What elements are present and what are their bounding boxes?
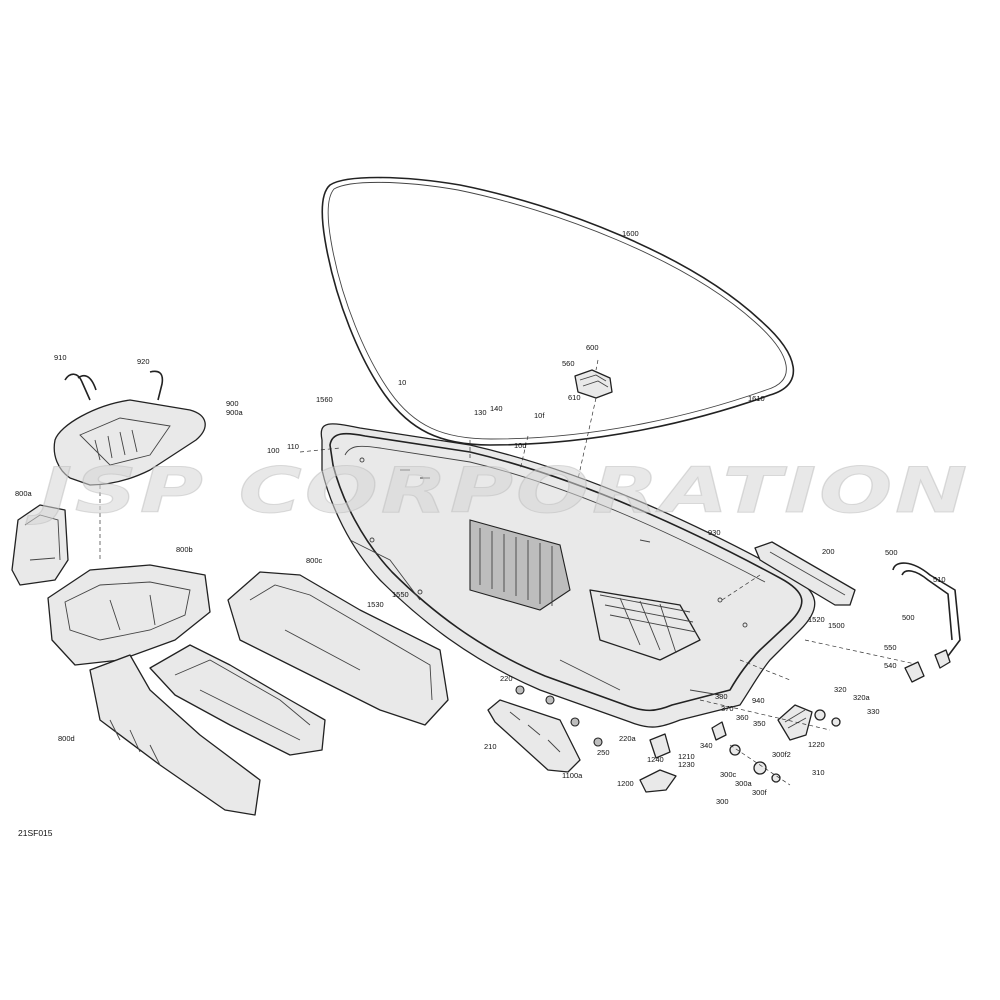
callout-1520: 1520 — [808, 615, 825, 624]
callout-10d: 10d — [514, 441, 527, 450]
bracket-560 — [559, 359, 613, 561]
callout-300a: 300a — [735, 779, 753, 788]
callout-330: 330 — [867, 707, 880, 716]
liner-900 — [53, 370, 206, 560]
callout-140: 140 — [490, 404, 503, 413]
callout-350: 350 — [753, 719, 766, 728]
callout-220a: 220a — [619, 734, 637, 743]
callout-1240: 1240 — [647, 755, 664, 764]
callout-800a: 800a — [15, 489, 33, 498]
drain-300 — [699, 699, 841, 786]
callout-1530: 1530 — [367, 600, 384, 609]
callout-320: 320 — [834, 685, 847, 694]
callout-910: 910 — [54, 353, 67, 362]
callout-1100a: 1100a — [562, 771, 583, 780]
callout-380: 380 — [715, 692, 728, 701]
callout-300f2: 300f2 — [772, 750, 791, 759]
liner-800d — [89, 644, 326, 816]
callout-600: 600 — [586, 343, 599, 352]
callout-10f: 10f — [534, 411, 545, 420]
callout-1600: 1600 — [622, 229, 639, 238]
callout-1210: 1210 — [678, 752, 695, 761]
callout-250: 250 — [597, 748, 610, 757]
callout-200: 200 — [822, 547, 835, 556]
callout-110: 110 — [287, 442, 299, 451]
callout-340: 340 — [700, 741, 713, 750]
seal-1600 — [321, 176, 795, 446]
callout-550: 550 — [884, 643, 897, 652]
callout-920: 920 — [137, 357, 150, 366]
callout-1230: 1230 — [678, 760, 695, 769]
bracket-1200 — [639, 733, 677, 793]
callout-310: 310 — [812, 768, 825, 777]
callout-300f: 300f — [752, 788, 768, 797]
watermark: JSP CORPORATION — [25, 454, 970, 527]
callout-100: 100 — [267, 446, 280, 455]
callout-900a: 900a — [226, 408, 244, 417]
liner-800c — [227, 571, 449, 726]
callout-300: 300 — [716, 797, 729, 806]
callout-1560: 1560 — [316, 395, 333, 404]
callout-800c: 800c — [306, 556, 323, 565]
panel-800a — [11, 504, 69, 586]
callout-510: 510 — [933, 575, 946, 584]
callout-360: 360 — [736, 713, 749, 722]
callout-610: 610 — [568, 393, 581, 402]
callout-900: 900 — [226, 399, 239, 408]
handle-500 — [892, 562, 961, 683]
callout-940: 940 — [752, 696, 765, 705]
callout-210: 210 — [484, 742, 497, 751]
callout-1220: 1220 — [808, 740, 825, 749]
callout-500: 500 — [902, 613, 915, 622]
callout-130: 130 — [474, 408, 487, 417]
liner-800b — [47, 564, 211, 666]
hull-10 — [299, 423, 921, 728]
callout-10: 10 — [398, 378, 406, 387]
step-1220 — [777, 704, 813, 741]
callout-560: 560 — [562, 359, 575, 368]
callout-1500: 1500 — [828, 621, 845, 630]
plate-200 — [754, 541, 856, 606]
trim-210 — [487, 685, 603, 773]
callout-370: 370 — [721, 704, 734, 713]
callout-1200: 1200 — [617, 779, 634, 788]
callout-500: 500 — [885, 548, 898, 557]
callout-320a: 320a — [853, 693, 871, 702]
callout-1550: 1550 — [392, 590, 409, 599]
figure-code: 21SF015 — [18, 828, 53, 838]
callout-1610: 1610 — [748, 394, 765, 403]
callout-220: 220 — [500, 674, 513, 683]
callout-300c: 300c — [720, 770, 737, 779]
callout-800b: 800b — [176, 545, 193, 554]
callout-800d: 800d — [58, 734, 75, 743]
callout-930: 930 — [708, 528, 721, 537]
callout-540: 540 — [884, 661, 897, 670]
